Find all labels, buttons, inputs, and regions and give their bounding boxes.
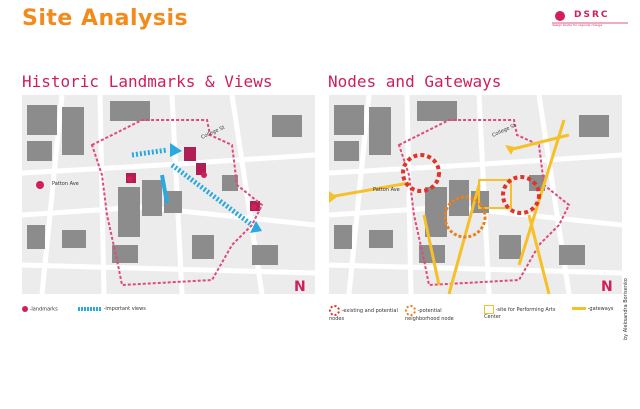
legend-views: -important views <box>78 306 146 312</box>
landmark-markers <box>36 172 257 210</box>
legend-site: -site for Performing Arts Center <box>484 305 564 320</box>
north-arrow: N <box>601 279 613 294</box>
view-arrow-icon <box>78 306 102 311</box>
study-area-boundary <box>90 119 264 287</box>
legend-label-gateways: -gateways <box>587 306 614 312</box>
performing-arts-site <box>478 179 512 209</box>
legend-label-views: -important views <box>103 306 146 312</box>
street-network <box>22 95 315 294</box>
neighborhood-node-icon <box>405 305 416 316</box>
legend-landmarks: -landmarks <box>22 306 58 313</box>
legend-existing-nodes: -existing and potential nodes <box>329 305 399 322</box>
legend-label-site: -site for Performing Arts Center <box>484 307 556 320</box>
view-arrow-vertical <box>160 174 169 204</box>
site-icon <box>484 305 494 314</box>
gateway-arrows <box>329 119 570 294</box>
legend-neighborhood-node: -potential neighborhood node <box>405 305 475 322</box>
landmark-icon <box>22 306 28 312</box>
study-area-boundary <box>397 119 571 287</box>
logo-subtitle: design studio for regional change <box>552 23 603 27</box>
existing-node-icon <box>329 305 340 316</box>
legend-label-neighborhood-node: -potential neighborhood node <box>405 308 454 322</box>
map-landmarks-views: College St Patton Ave N <box>22 95 315 294</box>
legend-label-landmarks: -landmarks <box>29 306 58 313</box>
north-arrow: N <box>294 279 306 294</box>
logo-text: DSRC <box>574 10 610 20</box>
view-arrowhead <box>170 143 182 157</box>
neighborhood-node <box>443 195 487 239</box>
street-label-patton: Patton Ave <box>373 187 400 193</box>
panel-title-nodes: Nodes and Gateways <box>328 72 502 91</box>
view-arrows <box>131 147 254 227</box>
buildings <box>27 101 302 265</box>
page-title: Site Analysis <box>22 6 189 31</box>
legend-label-existing-nodes: -existing and potential nodes <box>329 308 398 322</box>
street-label-patton: Patton Ave <box>52 181 79 187</box>
view-arrowhead <box>250 221 262 233</box>
dsrc-logo <box>552 11 628 24</box>
map-nodes-gateways: College St Patton Ave N <box>329 95 622 294</box>
panel-title-landmarks: Historic Landmarks & Views <box>22 72 273 91</box>
gateway-arrowheads <box>329 145 515 203</box>
author-credit: by Aleksandra Borisenko <box>623 278 629 340</box>
gateway-arrow-icon <box>572 307 586 310</box>
existing-nodes <box>401 153 541 215</box>
legend-gateways: -gateways <box>572 306 613 312</box>
